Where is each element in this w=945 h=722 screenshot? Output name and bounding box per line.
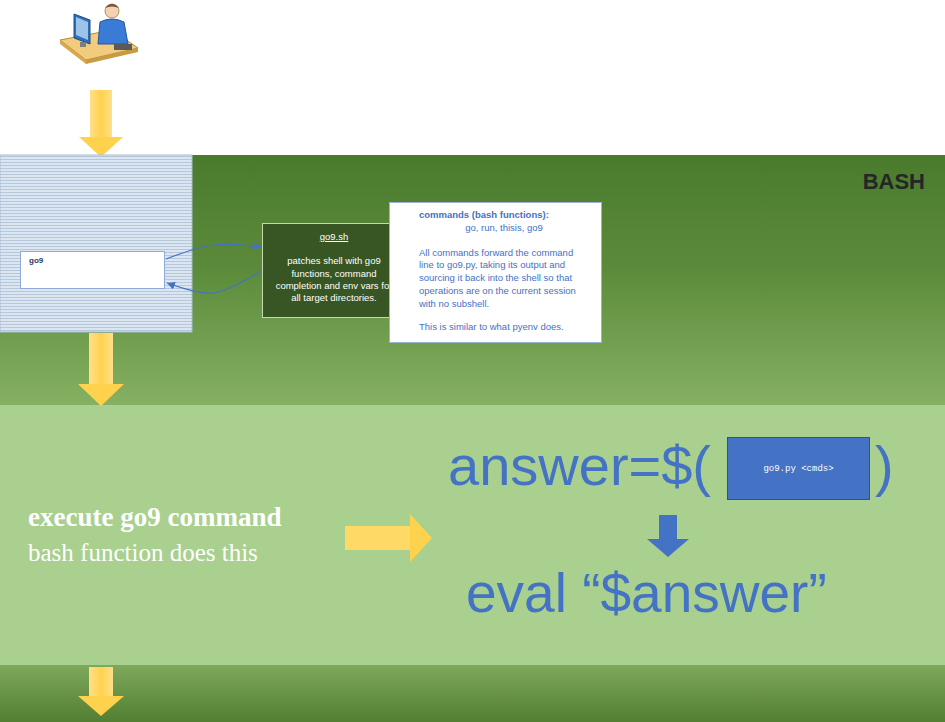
box-body: This is similar to what pyenv does. — [419, 321, 589, 334]
box-body: All commands forward the command line to… — [419, 247, 589, 311]
execution-band: execute go9 command bash function does th… — [0, 405, 945, 665]
flow-arrow — [345, 514, 432, 562]
code-text: answer=$( — [448, 435, 711, 497]
command-box: go9.py <cmds> — [727, 437, 870, 500]
code-text: ) — [875, 435, 894, 497]
step-subtitle: bash function does this — [28, 539, 258, 567]
note-box: commands (bash functions):go, run, thisi… — [389, 202, 602, 343]
box-body: patches shell with go9 functions, comman… — [275, 255, 393, 304]
text-wrap: go9.py <cmds> — [763, 464, 833, 474]
band-title: BASH — [863, 169, 925, 195]
flow-arrow — [79, 90, 123, 157]
shell-band — [0, 665, 945, 722]
box-title: commands (bash functions): — [419, 209, 589, 222]
flow-arrow — [78, 667, 124, 716]
function-label: go9 — [29, 256, 156, 265]
flow-arrow — [647, 515, 689, 557]
function-box: go9 — [20, 251, 165, 289]
flow-arrow — [78, 333, 124, 406]
command-list: go, run, thisis, go9 — [419, 222, 589, 235]
user-icon — [60, 4, 138, 64]
step-title: execute go9 command — [28, 502, 281, 533]
box-title: go9.sh — [275, 231, 393, 243]
script-box: go9.sh patches shell with go9 functions, … — [262, 223, 406, 318]
command-label: go9.py <cmds> — [763, 464, 833, 474]
code-text: eval “$answer” — [466, 563, 827, 624]
connector-arrow — [167, 271, 261, 293]
connector-arrow — [166, 244, 261, 259]
shell-panel — [0, 155, 192, 332]
